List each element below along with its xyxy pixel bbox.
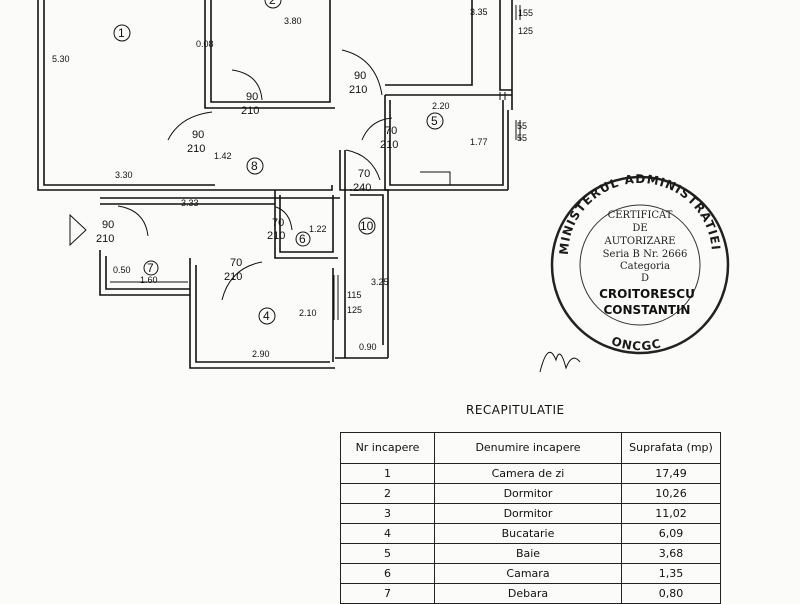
dimension-label: 0.08 bbox=[196, 39, 214, 49]
recap-header: Nr incapere bbox=[340, 432, 435, 464]
room-number: 6 bbox=[299, 232, 306, 246]
stamp-line: CERTIFICAT bbox=[608, 210, 673, 221]
table-cell: 5 bbox=[340, 543, 435, 564]
table-cell: Camara bbox=[434, 563, 622, 584]
stamp-line: Seria B Nr. 2666 bbox=[603, 249, 688, 260]
table-cell: 1,35 bbox=[621, 563, 721, 584]
dimension-label: 155 bbox=[518, 8, 533, 18]
table-cell: 11,02 bbox=[621, 503, 721, 524]
recap-table: Nr incapere Denumire incapere Suprafata … bbox=[340, 432, 721, 604]
table-cell: Bucatarie bbox=[434, 523, 622, 544]
table-row: 2 Dormitor 10,26 bbox=[340, 483, 721, 504]
room-number: 7 bbox=[147, 261, 154, 275]
stamp-line: AUTORIZARE bbox=[604, 236, 676, 247]
door-width: 90 bbox=[102, 219, 114, 231]
stamp-name: CROITORESCU bbox=[599, 287, 695, 301]
room-number: 8 bbox=[251, 159, 258, 173]
dimension-label: 125 bbox=[518, 26, 533, 36]
dimension-label: 1.60 bbox=[140, 275, 158, 285]
dimension-label: 3.30 bbox=[115, 170, 133, 180]
room-numbers: 1 2 4 5 6 7 8 10 bbox=[113, 0, 444, 325]
dimension-label: 1.22 bbox=[309, 224, 327, 234]
dimension-label: 2.10 bbox=[299, 308, 317, 318]
table-cell: 4 bbox=[340, 523, 435, 544]
table-cell: 3 bbox=[340, 503, 435, 524]
table-cell: Dormitor bbox=[434, 503, 622, 524]
room-number: 4 bbox=[263, 309, 270, 323]
door-width: 90 bbox=[246, 91, 258, 103]
table-cell: 2 bbox=[340, 483, 435, 504]
table-row: 6 Camara 1,35 bbox=[340, 563, 721, 584]
room-number: 1 bbox=[118, 26, 125, 40]
dimension-label: 5.30 bbox=[52, 54, 70, 64]
door-height: 210 bbox=[267, 230, 285, 242]
stamp-line: DE bbox=[632, 223, 647, 234]
dimension-labels: 5.30 3.30 0.08 3.80 3.35 155 125 2.20 1.… bbox=[52, 7, 533, 359]
table-cell: 6 bbox=[340, 563, 435, 584]
table-cell: Camera de zi bbox=[434, 463, 622, 484]
table-cell: 7 bbox=[340, 583, 435, 604]
door-width: 90 bbox=[192, 129, 204, 141]
table-cell: 3,68 bbox=[621, 543, 721, 564]
room-number: 2 bbox=[269, 0, 276, 7]
recap-header-row: Nr incapere Denumire incapere Suprafata … bbox=[340, 432, 721, 464]
dimension-label: 55 bbox=[517, 133, 527, 143]
room-number: 10 bbox=[360, 219, 374, 233]
dimension-label: 2.90 bbox=[252, 349, 270, 359]
door-height: 210 bbox=[224, 271, 242, 283]
dimension-label: 0.50 bbox=[113, 265, 131, 275]
table-cell: 6,09 bbox=[621, 523, 721, 544]
table-cell: 0,80 bbox=[621, 583, 721, 604]
door-height: 240 bbox=[353, 182, 371, 194]
signature-mark bbox=[539, 351, 581, 373]
table-cell: Dormitor bbox=[434, 483, 622, 504]
table-row: 3 Dormitor 11,02 bbox=[340, 503, 721, 524]
table-cell: Debara bbox=[434, 583, 622, 604]
dimension-label: 125 bbox=[347, 305, 362, 315]
window-marks bbox=[333, 5, 521, 320]
table-cell: 1 bbox=[340, 463, 435, 484]
room-number: 5 bbox=[431, 114, 438, 128]
door-width: 70 bbox=[272, 217, 284, 229]
door-height: 210 bbox=[241, 105, 259, 117]
table-cell: Baie bbox=[434, 543, 622, 564]
dimension-label: 55 bbox=[517, 121, 527, 131]
dimension-label: 2.20 bbox=[432, 101, 450, 111]
table-row: 5 Baie 3,68 bbox=[340, 543, 721, 564]
dimension-label: 1.77 bbox=[470, 137, 488, 147]
dimension-label: 1.42 bbox=[214, 151, 232, 161]
dimension-label: 0.90 bbox=[359, 342, 377, 352]
recap-title: RECAPITULATIE bbox=[466, 403, 565, 417]
dimension-label: 3.80 bbox=[284, 16, 302, 26]
walls bbox=[37, 0, 513, 369]
table-row: 7 Debara 0,80 bbox=[340, 583, 721, 604]
stamp-line: D bbox=[641, 273, 649, 284]
door-width: 70 bbox=[358, 168, 370, 180]
dimension-label: 3.33 bbox=[181, 198, 199, 208]
door-height: 210 bbox=[349, 84, 367, 96]
door-width: 90 bbox=[354, 70, 366, 82]
dimension-label: 115 bbox=[347, 290, 361, 300]
dimension-label: 3.25 bbox=[371, 277, 389, 287]
table-row: 4 Bucatarie 6,09 bbox=[340, 523, 721, 544]
stamp-name: CONSTANTIN bbox=[604, 303, 691, 317]
stamp-ring-bottom-text: ONCGC bbox=[610, 334, 663, 354]
table-cell: 10,26 bbox=[621, 483, 721, 504]
recap-header: Denumire incapere bbox=[434, 432, 622, 464]
door-swings bbox=[69, 49, 393, 301]
door-height: 210 bbox=[380, 139, 398, 151]
door-width: 70 bbox=[385, 125, 397, 137]
door-labels: 90 210 90 210 90 210 70 210 70 240 90 21… bbox=[96, 70, 398, 283]
stamp-line: Categoria bbox=[620, 261, 670, 272]
recap-header: Suprafata (mp) bbox=[621, 432, 721, 464]
door-width: 70 bbox=[230, 257, 242, 269]
door-height: 210 bbox=[187, 143, 205, 155]
door-height: 210 bbox=[96, 233, 114, 245]
table-cell: 17,49 bbox=[621, 463, 721, 484]
dimension-label: 3.35 bbox=[470, 7, 488, 17]
table-row: 1 Camera de zi 17,49 bbox=[340, 463, 721, 484]
